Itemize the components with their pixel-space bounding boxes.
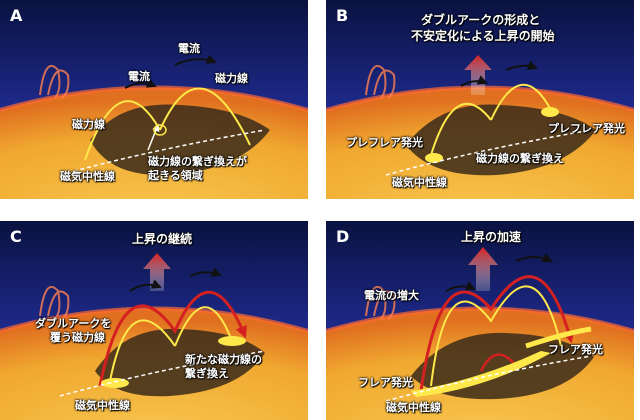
prominence-icon <box>39 285 70 320</box>
panel-title: 不安定化による上昇の開始 <box>411 29 555 43</box>
rise-arrow-icon <box>468 247 498 291</box>
neutral-line-label: 磁気中性線 <box>386 401 441 414</box>
preflare-label: プレフレア発光 <box>346 136 423 149</box>
flare-label: フレア発光 <box>358 376 413 389</box>
panel-letter: C <box>10 227 22 246</box>
panel-letter: A <box>10 6 23 25</box>
rise-arrow-icon <box>143 253 171 291</box>
panel-letter: B <box>336 6 349 25</box>
panel-b: B ダブルアークの形成と 不安定化による上昇の開始 プレフレア発光 プレフレア発… <box>326 0 634 199</box>
panel-c-illustration <box>0 221 308 420</box>
reconnection-label: 磁力線の繋ぎ換えが <box>148 155 247 168</box>
panel-d: D 上昇の加速 電流の増大 フレア発光 フレア発光 磁気中性線 <box>326 221 634 420</box>
flare-label: フレア発光 <box>548 343 603 356</box>
current-label: 電流 <box>178 42 200 55</box>
prominence-icon <box>365 64 396 99</box>
panel-a: A 電流 電流 磁力線 磁力線 磁力線の繋ぎ換えが 起きる領域 磁気中性線 <box>0 0 308 199</box>
panel-b-illustration <box>326 0 634 199</box>
current-label: 電流 <box>128 70 150 83</box>
preflare-label: プレフレア発光 <box>548 122 625 135</box>
prominence-icon <box>39 64 70 99</box>
prominence-icon <box>365 285 396 320</box>
reconnection-label: 起きる領域 <box>148 169 203 182</box>
covering-field-label: 覆う磁力線 <box>50 331 105 344</box>
new-reconnection-label: 新たな磁力線の <box>185 353 262 366</box>
panel-a-illustration <box>0 0 308 199</box>
panel-title: 上昇の加速 <box>461 230 522 244</box>
new-reconnection-label: 繋ぎ換え <box>185 367 229 380</box>
current-increase-label: 電流の増大 <box>364 289 419 302</box>
panel-d-illustration <box>326 221 634 420</box>
panel-title: 上昇の継続 <box>132 232 193 246</box>
reconnection-label: 磁力線の繋ぎ換え <box>476 152 564 165</box>
panel-title: ダブルアークの形成と <box>421 13 541 27</box>
field-line-label: 磁力線 <box>72 118 105 131</box>
panel-c: C 上昇の継続 ダブルアークを 覆う磁力線 新たな磁力線の 繋ぎ換え 磁気中性線 <box>0 221 308 420</box>
field-line-label: 磁力線 <box>215 72 248 85</box>
rise-arrow-icon <box>464 55 492 95</box>
neutral-line-label: 磁気中性線 <box>392 176 447 189</box>
covering-field-label: ダブルアークを <box>35 317 112 330</box>
neutral-line-label: 磁気中性線 <box>75 399 130 412</box>
neutral-line-label: 磁気中性線 <box>60 170 115 183</box>
panel-letter: D <box>336 227 350 246</box>
